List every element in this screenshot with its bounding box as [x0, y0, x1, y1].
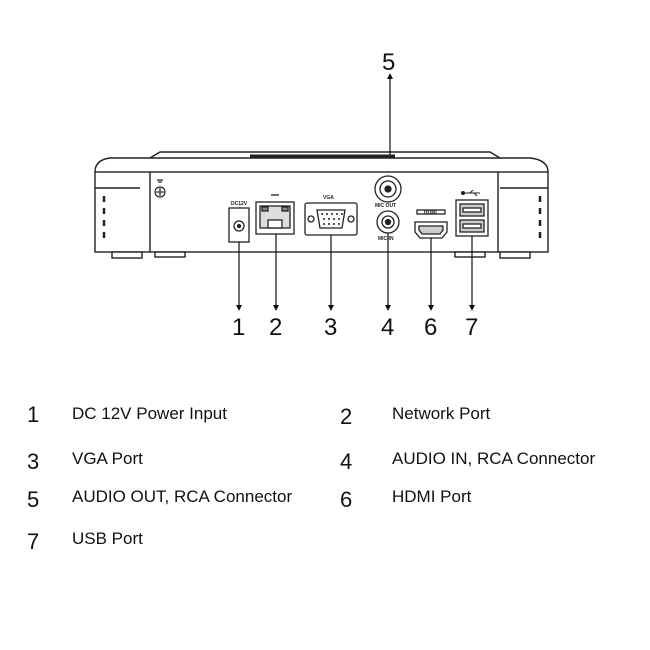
vga-label: VGA [323, 195, 334, 201]
callout-number-2: 2 [269, 314, 282, 341]
legend-number-7: 7 [27, 529, 40, 554]
hdmi-label: HDMI [424, 210, 437, 216]
dc-label: DC12V [231, 201, 248, 207]
legend-number-2: 2 [340, 404, 353, 429]
legend-text-7: USB Port [72, 529, 143, 548]
legend-text-3: VGA Port [72, 449, 143, 468]
usb-icon [461, 189, 480, 197]
hdmi-port [414, 209, 448, 239]
callout-number-6: 6 [424, 314, 437, 341]
device-rear-panel-diagram: DC12V VGA MIC OUT MIC IN [94, 49, 549, 341]
ground-screw-icon [154, 179, 166, 198]
callout-number-3: 3 [324, 314, 337, 341]
legend-text-6: HDMI Port [392, 487, 472, 506]
network-port [255, 194, 295, 235]
legend-number-1: 1 [27, 402, 40, 427]
dc-power-jack [228, 207, 250, 243]
audio-in-rca [376, 210, 400, 234]
legend-text-2: Network Port [392, 404, 491, 423]
legend-text-4: AUDIO IN, RCA Connector [392, 449, 596, 468]
bottom-callout-lines [236, 233, 475, 311]
callout-number-1: 1 [232, 314, 245, 341]
usb-ports [455, 199, 489, 237]
callout-number-7: 7 [465, 314, 478, 341]
legend-text-5: AUDIO OUT, RCA Connector [72, 487, 293, 506]
legend-number-6: 6 [340, 487, 353, 512]
legend-number-3: 3 [27, 449, 40, 474]
legend-number-4: 4 [340, 449, 353, 474]
callout-number-5: 5 [382, 49, 395, 76]
mic-out-label: MIC OUT [375, 203, 396, 209]
callout-number-4: 4 [381, 314, 394, 341]
mic-in-label: MIC IN [378, 236, 394, 242]
legend-text-1: DC 12V Power Input [72, 404, 227, 423]
legend-number-5: 5 [27, 487, 40, 512]
audio-out-rca [374, 175, 402, 203]
vga-port [304, 202, 358, 236]
